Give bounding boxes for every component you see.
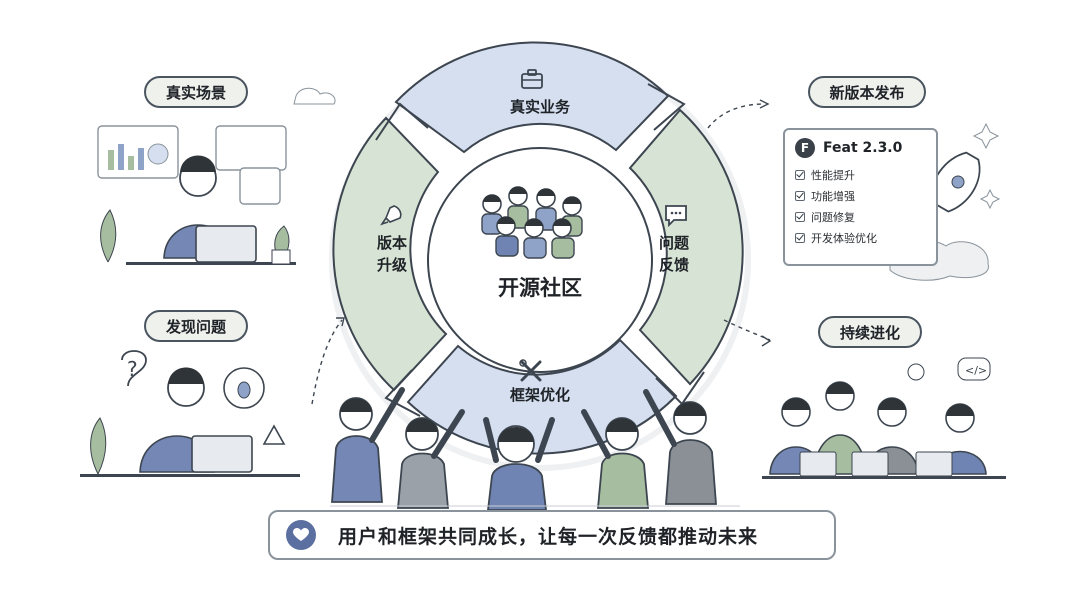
arrow-from-issue [311, 319, 343, 405]
chat-bubble-icon [665, 205, 687, 228]
release-item: 功能增强 [795, 185, 926, 206]
warning-icon [262, 424, 286, 445]
bottom-banner: 用户和框架共同成长，让每一次反馈都推动未来 [268, 510, 836, 560]
rocket-icon [380, 205, 402, 226]
real-scenario-illustration [97, 87, 336, 265]
segment-left [332, 116, 448, 392]
checkbox-icon [795, 190, 805, 201]
question-mark-icon: ? [127, 357, 138, 381]
arrow-head-bl [384, 369, 421, 417]
sparkle-icon [979, 188, 1001, 210]
pill-new-release: 新版本发布 [808, 76, 926, 108]
svg-text:</>: </> [965, 364, 987, 377]
briefcase-icon [521, 69, 543, 89]
checkbox-icon [795, 232, 805, 243]
arrow-head-tr [647, 83, 686, 131]
release-item: 问题修复 [795, 206, 926, 227]
release-item: 性能提升 [795, 164, 926, 185]
checkbox-icon [795, 169, 805, 180]
release-list: 性能提升 功能增强 问题修复 开发体验优化 [785, 164, 936, 248]
bug-icon [237, 381, 251, 399]
sparkle-icon [972, 122, 1000, 150]
arrow-head-tl [375, 102, 429, 141]
segment-top [394, 41, 670, 154]
crowd-illustration [330, 387, 740, 511]
segment-label-optimize: 框架优化 [509, 386, 570, 404]
segment-right [628, 108, 744, 386]
release-badge-icon: F [795, 138, 815, 158]
heart-icon [286, 520, 316, 550]
segment-label-feedback: 问题 反馈 [658, 234, 689, 274]
arrow-to-evolve [723, 319, 771, 341]
find-issue-illustration: ? [80, 350, 300, 477]
arrow-to-release [707, 103, 765, 129]
wrench-icon [519, 359, 542, 382]
release-item: 开发体验优化 [795, 227, 926, 248]
segment-label-real-business: 真实业务 [509, 98, 570, 116]
pill-evolve: 持续进化 [818, 316, 922, 348]
center-circle [427, 147, 653, 373]
pill-real-scenario: 真实场景 [144, 76, 248, 108]
release-card: F Feat 2.3.0 性能提升 功能增强 问题修复 开发体验优化 [783, 128, 938, 266]
release-title: Feat 2.3.0 [823, 140, 903, 156]
pill-find-issue: 发现问题 [144, 310, 248, 342]
center-title: 开源社区 [498, 276, 582, 300]
checkbox-icon [795, 211, 805, 222]
segment-label-upgrade: 版本 升级 [376, 234, 407, 274]
evolve-team-illustration: </> [762, 357, 1006, 479]
lightbulb-icon [907, 363, 925, 381]
community-people-illustration [481, 186, 583, 259]
code-bubble-icon [957, 357, 991, 381]
bottom-banner-text: 用户和框架共同成长，让每一次反馈都推动未来 [338, 525, 759, 548]
